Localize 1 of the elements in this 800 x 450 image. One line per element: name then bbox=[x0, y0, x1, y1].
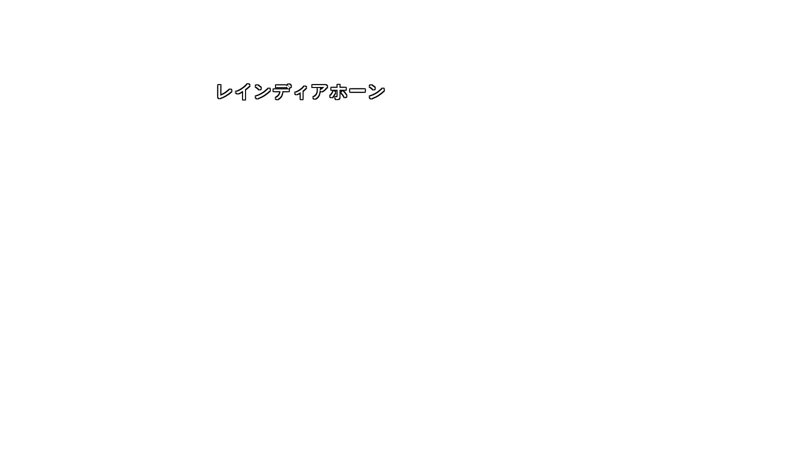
title: レインディアホーン bbox=[216, 81, 387, 103]
